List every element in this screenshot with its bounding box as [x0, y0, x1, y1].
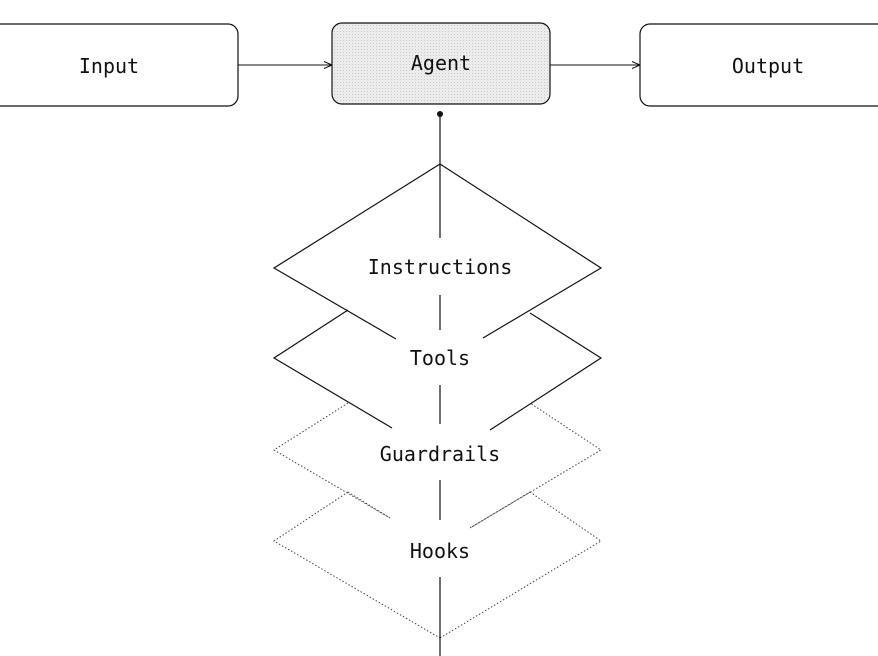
output-box	[639, 23, 878, 107]
tools-diamond-left	[272, 309, 393, 429]
hooks-diamond-right	[439, 491, 602, 639]
guardrails-layer: Guardrails	[273, 402, 602, 529]
tools-label: Tools	[410, 346, 470, 370]
agent-box	[331, 22, 551, 105]
hooks-diamond-top-right	[469, 491, 531, 529]
agent-label: Agent	[411, 51, 471, 75]
tools-layer: Tools	[272, 309, 603, 431]
hooks-label: Hooks	[410, 539, 470, 563]
hooks-diamond-top-left	[347, 491, 391, 519]
output-label: Output	[732, 54, 804, 78]
guardrails-label: Guardrails	[380, 442, 500, 466]
guardrails-diamond-left	[273, 402, 391, 519]
instructions-diamond	[272, 163, 603, 340]
tools-diamond-right	[489, 312, 603, 431]
instructions-layer: Instructions	[272, 163, 603, 340]
hooks-layer: Hooks	[273, 491, 602, 639]
hooks-diamond-left	[273, 491, 441, 639]
input-label: Input	[79, 54, 139, 78]
instructions-label: Instructions	[368, 255, 513, 279]
